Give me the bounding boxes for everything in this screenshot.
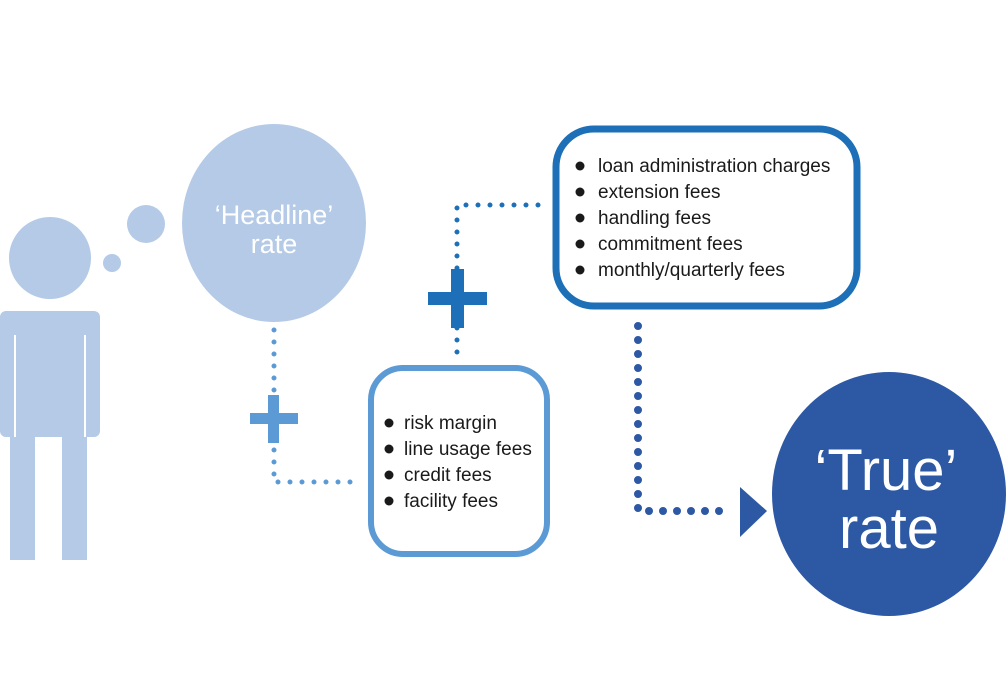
person-left-leg <box>10 432 35 560</box>
headline-rate-line1: ‘Headline’ <box>215 200 334 230</box>
plus-icon-small <box>250 395 298 443</box>
fee-item-line-usage: line usage fees <box>404 439 532 460</box>
fee-item-credit: credit fees <box>404 465 492 486</box>
thought-dot-small <box>103 254 121 272</box>
charge-item-commitment: commitment fees <box>598 234 743 255</box>
plus-icon-large <box>428 269 487 328</box>
arrowhead-icon <box>740 487 767 537</box>
charge-item-extension: extension fees <box>598 182 721 203</box>
connector-charges-to-true-rate <box>634 322 734 515</box>
headline-rate-line2: rate <box>251 229 298 259</box>
person-head <box>9 217 91 299</box>
thought-dot-large <box>127 205 165 243</box>
charge-item-loan-admin: loan administration charges <box>598 156 830 177</box>
connector-headline-to-fees <box>271 327 363 485</box>
true-rate-line1: ‘True’ <box>815 438 958 503</box>
person-torso <box>0 311 100 437</box>
headline-rate-bubble: ‘Headline’ rate <box>182 124 366 322</box>
fee-item-facility: facility fees <box>404 491 498 512</box>
person-figure <box>0 217 100 560</box>
true-rate-line2: rate <box>839 496 939 561</box>
connector-fees-to-charges <box>454 202 551 355</box>
fee-box-large: loan administration charges extension fe… <box>552 125 861 310</box>
true-rate-bubble: ‘True’ rate <box>772 372 1006 616</box>
fee-item-risk-margin: risk margin <box>404 413 497 434</box>
fee-box-small: risk margin line usage fees credit fees … <box>368 365 550 557</box>
person-right-leg <box>62 432 87 560</box>
charge-item-handling: handling fees <box>598 208 711 229</box>
charge-item-monthly: monthly/quarterly fees <box>598 260 785 281</box>
